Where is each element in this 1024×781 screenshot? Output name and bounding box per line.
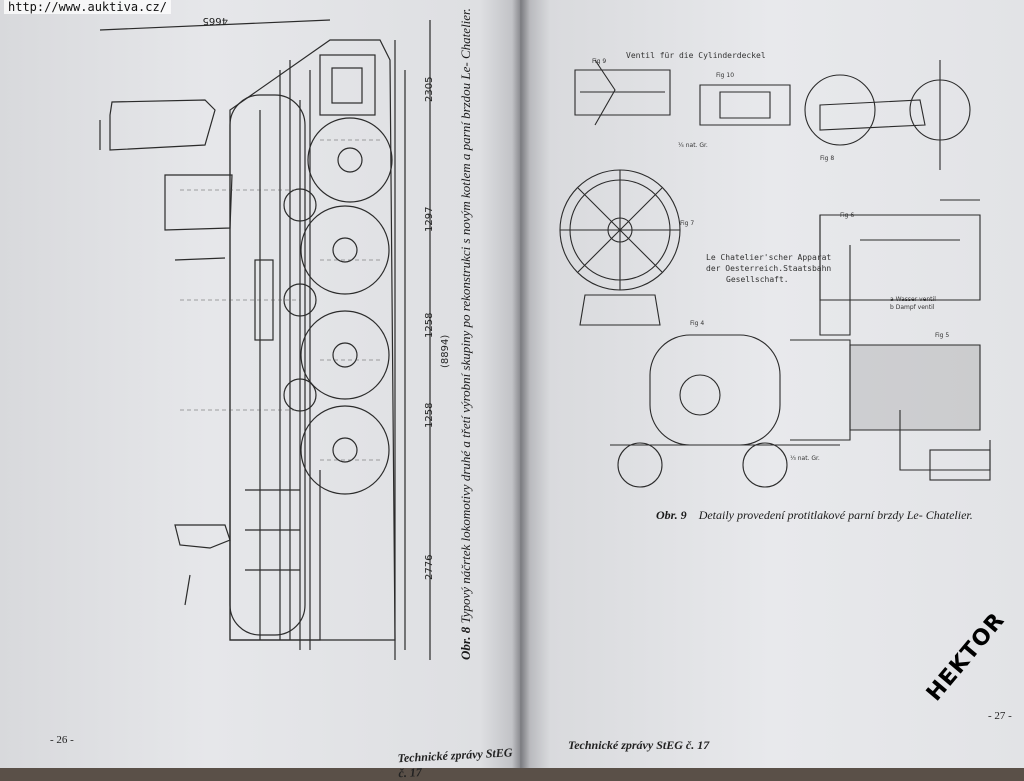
fig-8-label: Fig 8 [820, 155, 835, 162]
footer-right: Technické zprávy StEG č. 17 [568, 738, 710, 752]
fig-5-label: Fig 5 [935, 332, 950, 339]
figure-8-caption: Obr. 8 Typový náčrtek lokomotivy druhé a… [458, 8, 474, 660]
figure-9-caption: Obr. 9 Detaily provedení protitlakové pa… [656, 508, 973, 523]
dimension-3: 1258 [424, 312, 435, 338]
dimension-total: (8894) [440, 334, 451, 368]
book-gutter [512, 0, 530, 768]
plate-heading: Ventil für die Cylinderdeckel [626, 51, 766, 60]
plate-title-2: der Oesterreich.Staatsbahn [706, 264, 832, 273]
plate-title-1: Le Chatelier'scher Apparat [706, 253, 832, 262]
page-number-right: - 27 - [988, 710, 1012, 722]
fig-4-label: Fig 4 [690, 320, 705, 327]
figure-9-text: Detaily provedení protitlakové parní brz… [698, 508, 973, 522]
fig-10-label: Fig 10 [716, 72, 735, 79]
brake-details-plate [559, 59, 991, 488]
dimension-4: 1258 [424, 402, 435, 428]
legend-b: b Dampf ventil [890, 304, 935, 311]
left-page: 4665 2305 1297 1258 (8894) 1258 2776 Obr… [0, 0, 522, 780]
figure-8-label: Obr. 8 [458, 626, 473, 660]
right-page: Ventil für die Cylinderdeckel Fig 9 Fig … [520, 0, 1024, 768]
scale-label-top: ¼ nat. Gr. [678, 142, 708, 149]
fig-9-label: Fig 9 [592, 58, 607, 65]
page-number-left: - 26 - [50, 734, 74, 746]
plate-title-3: Gesellschaft. [726, 275, 789, 284]
figure-8-text: Typový náčrtek lokomotivy druhé a třetí … [458, 8, 473, 624]
locomotive-drawing [99, 19, 431, 660]
legend-a: a Wasser ventil [890, 296, 936, 303]
dimension-2: 1297 [424, 206, 435, 232]
fig-6-label: Fig 6 [840, 212, 855, 219]
source-url-watermark: http://www.auktiva.cz/ [4, 0, 171, 14]
dimension-overall: 4665 [202, 15, 228, 26]
fig-7-label: Fig 7 [680, 220, 695, 227]
dimension-1: 2305 [424, 76, 435, 102]
figure-9-label: Obr. 9 [656, 508, 687, 522]
footer-left: Technické zprávy StEG č. 17 [397, 745, 513, 781]
scale-label-bottom: ⅓ nat. Gr. [790, 455, 820, 462]
dimension-5: 2776 [424, 554, 435, 580]
